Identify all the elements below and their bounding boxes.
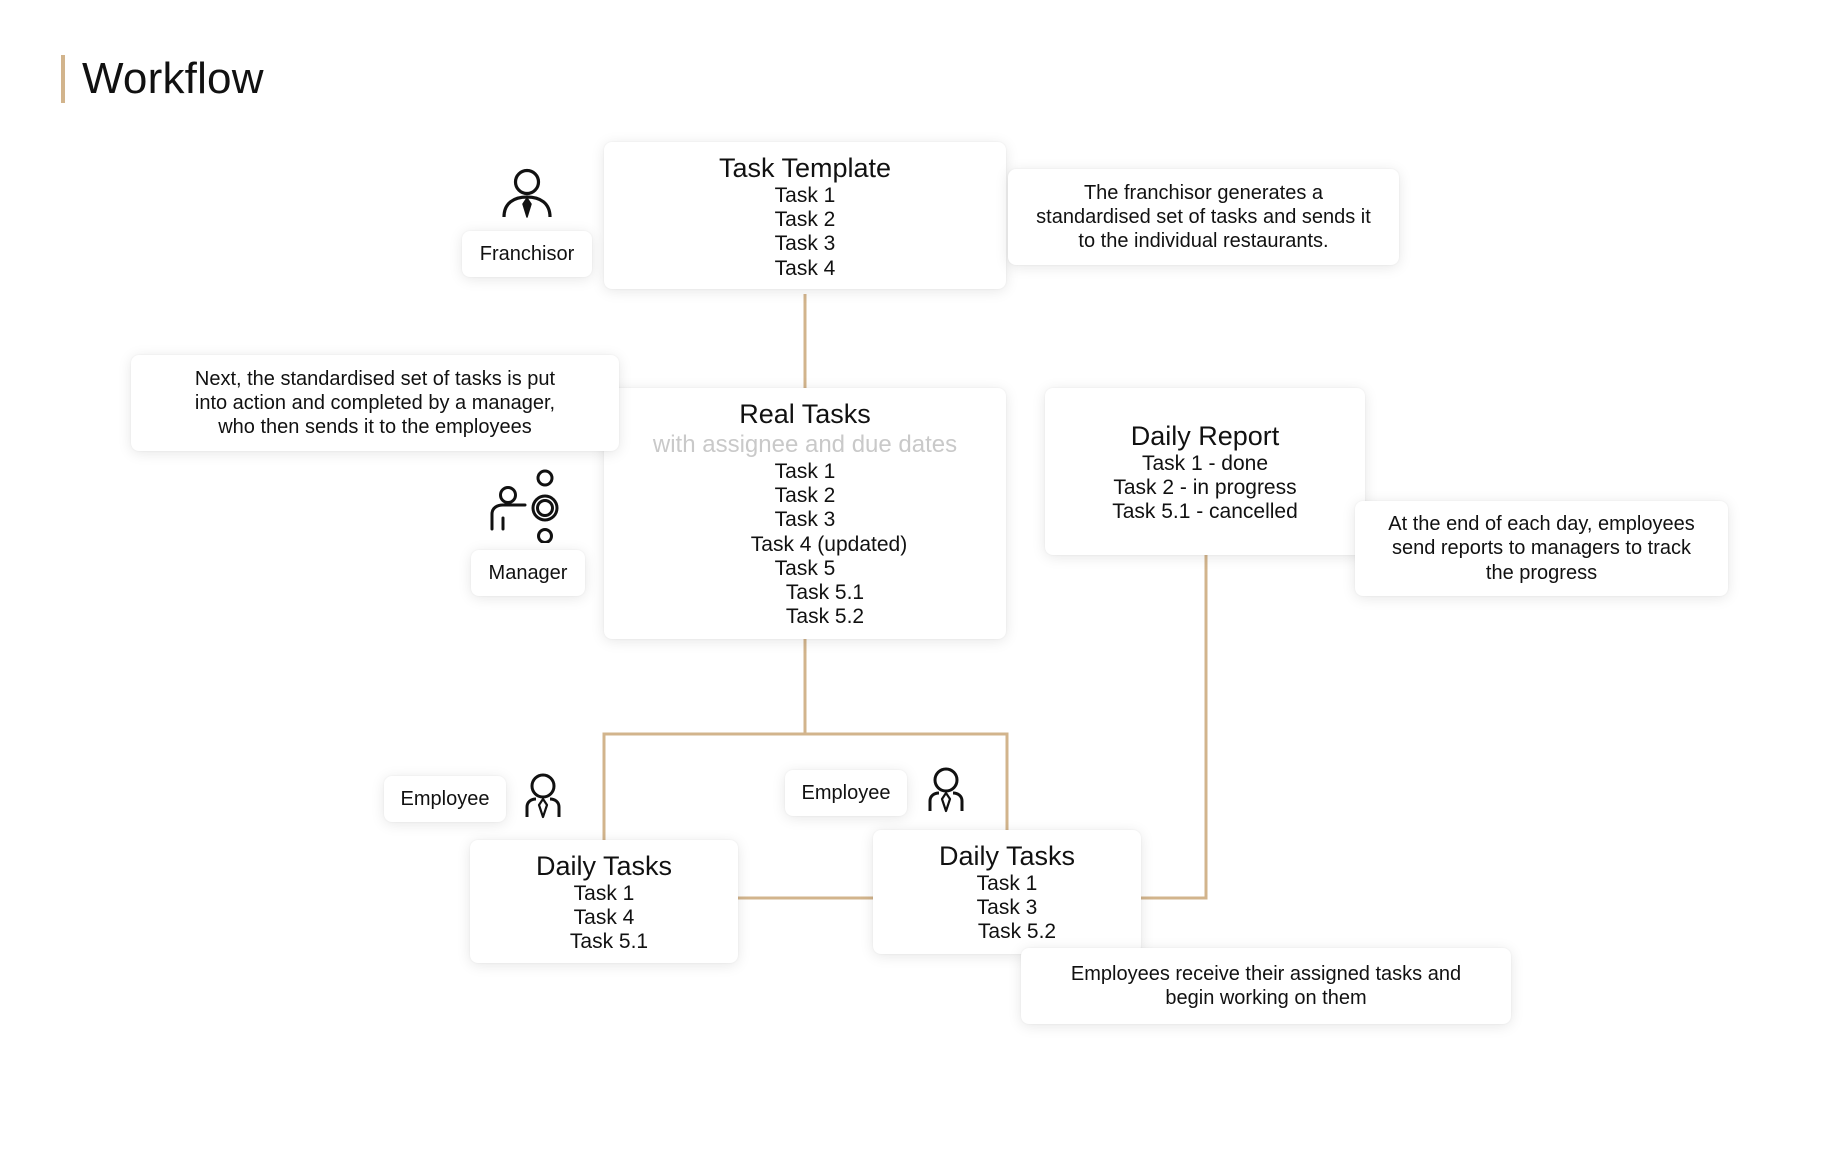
person-with-tie-icon — [502, 168, 552, 218]
list-item: Task 5.1 - cancelled — [1112, 500, 1298, 524]
list-item: Task 2 - in progress — [1113, 476, 1297, 500]
franchisor-note: The franchisor generates a standardised … — [1008, 169, 1399, 265]
manager-note: Next, the standardised set of tasks is p… — [131, 355, 619, 451]
report-note: At the end of each day, employees send r… — [1355, 501, 1728, 596]
daily-tasks-right-title: Daily Tasks — [938, 841, 1076, 871]
employee-right-label: Employee — [785, 770, 907, 816]
list-item: Task 3 — [774, 508, 836, 532]
task-template-card: Task Template Task 1 Task 2 Task 3 Task … — [604, 142, 1006, 289]
daily-tasks-left-list: Task 1 Task 4 Task 5.1 — [470, 882, 738, 955]
note-line: the progress — [1485, 561, 1598, 584]
daily-report-title: Daily Report — [1130, 421, 1280, 451]
connector-branch — [602, 732, 1009, 840]
list-item: Task 1 — [976, 872, 1038, 895]
note-line: Next, the standardised set of tasks is p… — [194, 367, 556, 390]
list-item: Task 5.2 — [785, 605, 865, 629]
list-item: Task 5.2 — [977, 920, 1057, 944]
list-item: Task 4 (updated) — [750, 532, 908, 556]
connector-report — [1137, 555, 1208, 900]
list-item: Task 4 — [573, 906, 635, 930]
note-line: to the individual restaurants. — [1078, 230, 1329, 253]
list-item: Task 2 — [774, 208, 836, 232]
daily-tasks-left-title: Daily Tasks — [535, 851, 673, 881]
real-tasks-card: Real Tasks with assignee and due dates T… — [604, 388, 1006, 639]
list-item: Task 5.1 — [569, 930, 649, 954]
title-accent-bar — [61, 55, 65, 103]
list-item: Task 5 — [774, 556, 836, 580]
daily-tasks-left-card: Daily Tasks Task 1 Task 4 Task 5.1 — [470, 840, 738, 963]
list-item: Task 1 — [774, 184, 836, 207]
franchisor-label: Franchisor — [462, 231, 592, 277]
list-item: Task 2 — [774, 484, 836, 508]
daily-tasks-right-card: Daily Tasks Task 1 Task 3 Task 5.2 — [873, 830, 1141, 954]
task-template-title: Task Template — [718, 153, 892, 183]
note-line: send reports to managers to track — [1391, 537, 1692, 560]
list-item: Task 5.1 — [785, 581, 865, 605]
list-item: Task 1 — [573, 882, 635, 905]
note-line: begin working on them — [1165, 987, 1367, 1009]
note-line: The franchisor generates a — [1083, 181, 1323, 204]
note-line: At the end of each day, employees — [1388, 513, 1695, 536]
note-line: Employees receive their assigned tasks a… — [1070, 962, 1462, 985]
list-item: Task 1 — [774, 460, 836, 483]
real-tasks-list: Task 1 Task 2 Task 3 Task 4 (updated) Ta… — [604, 460, 1006, 629]
note-line: into action and completed by a manager, — [194, 391, 556, 414]
daily-report-list: Task 1 - done Task 2 - in progress Task … — [1045, 452, 1365, 525]
employee-with-tie-icon — [525, 773, 561, 819]
real-tasks-title: Real Tasks — [739, 399, 871, 429]
note-line: who then sends it to the employees — [218, 416, 532, 439]
list-item: Task 1 - done — [1141, 452, 1269, 475]
list-item: Task 3 — [976, 896, 1038, 920]
list-item: Task 3 — [774, 232, 836, 256]
employee-left-label: Employee — [384, 776, 506, 822]
real-tasks-subtitle: with assignee and due dates — [652, 431, 958, 458]
employee-with-tie-icon — [928, 767, 964, 813]
note-line: standardised set of tasks and sends it — [1036, 205, 1371, 228]
task-template-list: Task 1 Task 2 Task 3 Task 4 — [604, 184, 1006, 281]
employees-note: Employees receive their assigned tasks a… — [1021, 948, 1511, 1024]
daily-report-card: Daily Report Task 1 - done Task 2 - in p… — [1045, 388, 1365, 555]
page-title: Workflow — [82, 54, 264, 103]
manager-delegating-icon — [490, 469, 559, 543]
manager-label: Manager — [471, 550, 585, 596]
list-item: Task 4 — [774, 256, 836, 280]
daily-tasks-right-list: Task 1 Task 3 Task 5.2 — [873, 872, 1141, 945]
